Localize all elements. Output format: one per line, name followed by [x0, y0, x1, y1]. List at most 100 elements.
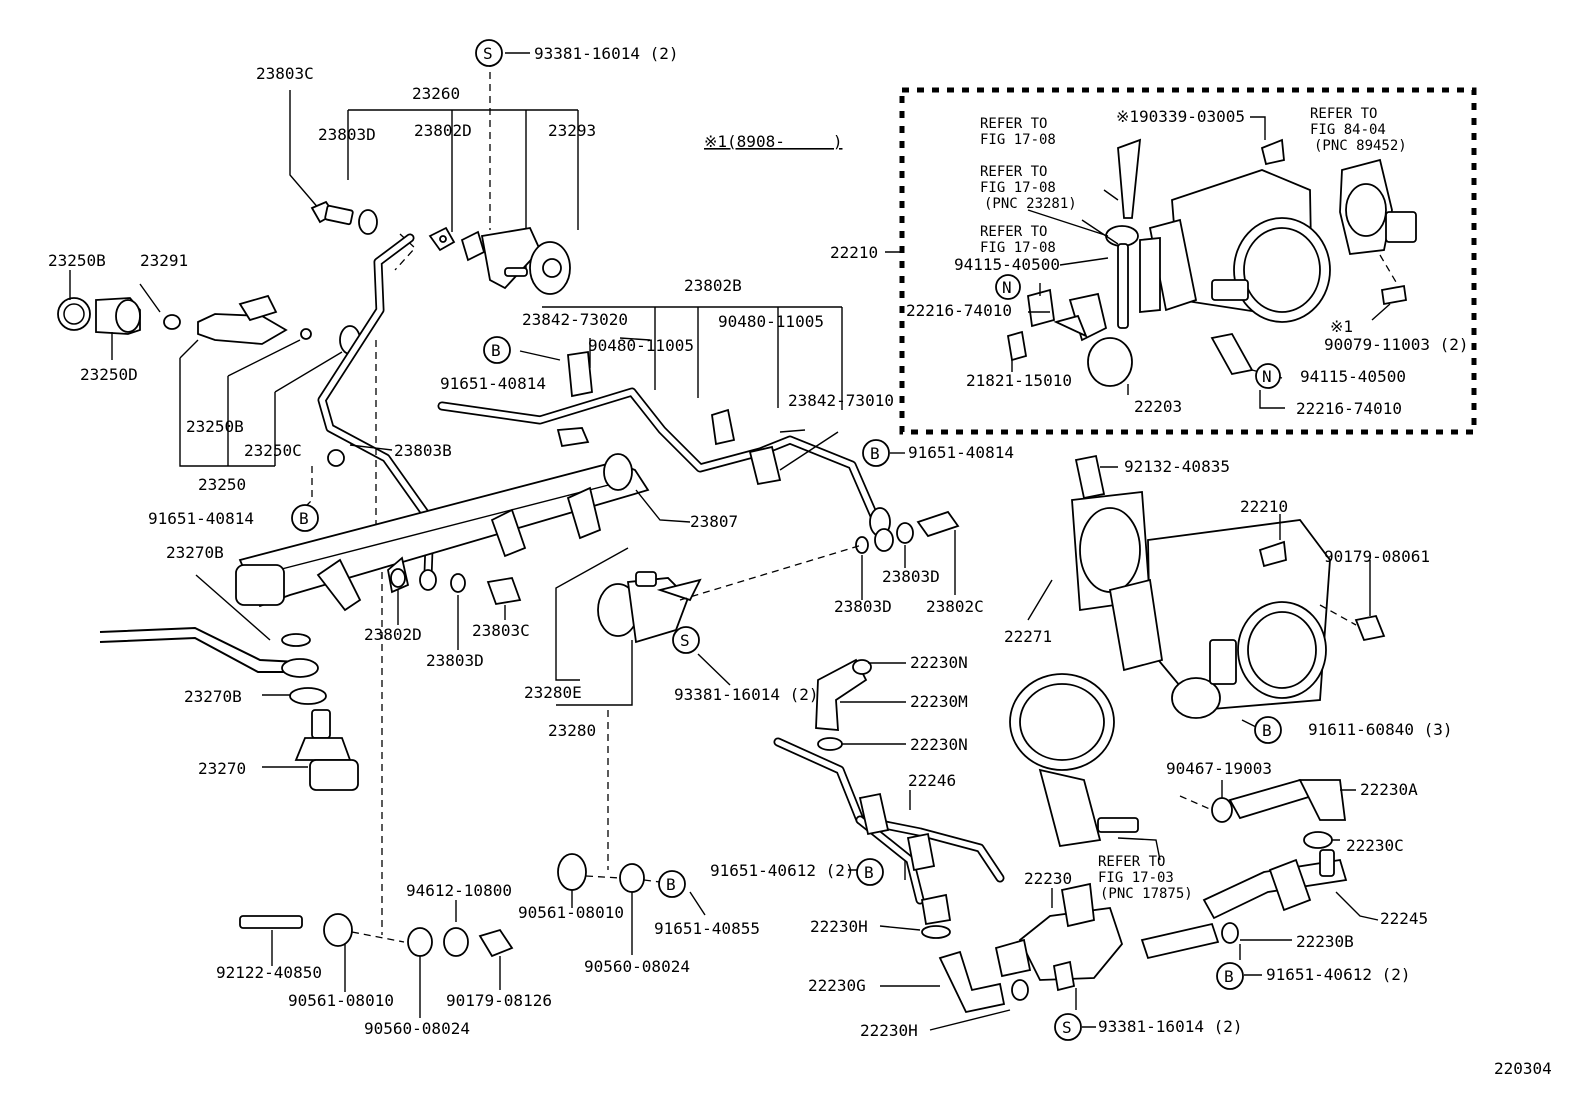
label-90560-b: 90560-08024	[364, 1019, 470, 1038]
label-23802B: 23802B	[684, 276, 742, 295]
label-refer1-a: REFER TO	[980, 116, 1047, 132]
label-93381-bot: 93381-16014 (2)	[1098, 1017, 1243, 1036]
cushion-90560-a	[619, 863, 645, 893]
injector-assembly	[57, 294, 361, 355]
label-90480-b: 90480-11005	[718, 312, 824, 331]
clamp-22230N-b	[817, 737, 843, 751]
leader-23270	[262, 694, 308, 768]
label-22230M: 22230M	[910, 692, 968, 711]
label-22210-box: 22210	[830, 243, 878, 262]
label-23280: 23280	[548, 721, 596, 740]
label-22216-a: 22216-74010	[906, 301, 1012, 320]
leader-22230-GH	[879, 925, 1011, 1031]
leader-23280	[555, 547, 633, 706]
dash-bottom-mid	[585, 875, 661, 883]
clamp-90467	[1211, 797, 1233, 823]
label-refer5-c: (PNC 17875)	[1100, 886, 1193, 902]
label-22245: 22245	[1380, 909, 1428, 928]
pipe-22245	[1202, 849, 1348, 920]
delivery-pipe-23807	[235, 453, 650, 612]
label-refer3-b: FIG 17-08	[980, 240, 1056, 256]
dash-90467	[1179, 795, 1213, 811]
leader-23803C	[289, 90, 321, 211]
callout-S-top-text: S	[483, 44, 493, 63]
label-refer4-a: REFER TO	[1310, 106, 1377, 122]
dash-regulator	[679, 544, 863, 601]
leader-22230B	[1239, 939, 1292, 976]
label-22230B: 22230B	[1296, 932, 1354, 951]
gasket-23802D-b	[390, 568, 406, 588]
label-23803D-c: 23803D	[882, 567, 940, 586]
label-91651-855: 91651-40855	[654, 919, 760, 938]
label-23842-73020: 23842-73020	[522, 310, 628, 329]
leader-22230-NMN	[840, 662, 906, 745]
hose-22230G	[938, 950, 1006, 1014]
label-23807: 23807	[690, 512, 738, 531]
leader-23260	[347, 109, 579, 272]
position-sensor-detail	[1339, 158, 1417, 255]
leader-small	[69, 270, 161, 360]
page-code: 220304	[1494, 1059, 1552, 1078]
leader-bottom-left	[271, 900, 501, 1018]
callout-S-top: S	[475, 39, 503, 67]
bracket-22246-b	[906, 832, 936, 872]
washer-94612	[443, 927, 469, 957]
callout-B-b: B	[291, 504, 319, 532]
label-23270: 23270	[198, 759, 246, 778]
label-90079: 90079-11003 (2)	[1324, 335, 1469, 354]
air-connector-17875	[1009, 673, 1139, 848]
clamp-left	[327, 449, 345, 467]
bolt-23803C-b	[486, 576, 522, 606]
gasket-23803D-b	[450, 573, 466, 593]
pressure-regulator-23280	[597, 571, 702, 644]
gasket-23803D-r3	[896, 522, 914, 544]
nut-90179-061	[1354, 614, 1386, 642]
leader-23803B	[349, 444, 393, 451]
callout-S-bot: S	[1054, 1013, 1082, 1041]
callout-N-a: N	[995, 274, 1021, 300]
leader-23270B-a	[195, 574, 271, 641]
leader-22245	[1335, 891, 1379, 921]
clamp-b-right	[1221, 922, 1239, 944]
nut-90179-126	[478, 928, 514, 958]
label-23250D: 23250D	[80, 365, 138, 384]
callout-B-c: B	[862, 439, 890, 467]
detail-box	[899, 87, 1477, 435]
clamp-22230C	[1303, 831, 1333, 849]
label-22230C: 22230C	[1346, 836, 1404, 855]
leader-S-bot	[1075, 988, 1096, 1028]
hose-return	[99, 626, 299, 663]
union-left	[419, 569, 437, 591]
label-23293: 23293	[548, 121, 596, 140]
callout-N-b-text: N	[1262, 367, 1272, 386]
callout-S-mid: S	[672, 626, 700, 654]
clamp-23842-73010	[748, 445, 782, 486]
label-23803D-b: 23803D	[426, 651, 484, 670]
stud-92132	[1074, 454, 1106, 500]
label-91651-612a: 91651-40612 (2)	[710, 861, 855, 880]
label-refer4-b: FIG 84-04	[1310, 122, 1386, 138]
label-22230H-a: 22230H	[810, 917, 868, 936]
label-91611: 91611-60840 (3)	[1308, 720, 1453, 739]
label-23250: 23250	[198, 475, 246, 494]
leader-right-gaskets	[861, 530, 956, 600]
leader-23802B	[542, 306, 843, 410]
label-23250C: 23250C	[244, 441, 302, 460]
label-refer2-c: (PNC 23281)	[984, 196, 1077, 212]
label-92132: 92132-40835	[1124, 457, 1230, 476]
callout-B-g-text: B	[1224, 967, 1234, 986]
label-22203: 22203	[1134, 397, 1182, 416]
label-note1: ※1	[1330, 317, 1353, 336]
callout-B-d: B	[1254, 716, 1282, 744]
leader-left-small	[397, 590, 506, 650]
vsv-stem	[1117, 243, 1129, 329]
leader-refer5	[1117, 837, 1161, 861]
label-90560-a: 90560-08024	[584, 957, 690, 976]
screw-90079	[1380, 284, 1408, 306]
label-refer1-b: FIG 17-08	[980, 132, 1056, 148]
label-91651-c: 91651-40814	[908, 443, 1014, 462]
label-23803C-b: 23803C	[472, 621, 530, 640]
label-92122: 92122-40850	[216, 963, 322, 982]
